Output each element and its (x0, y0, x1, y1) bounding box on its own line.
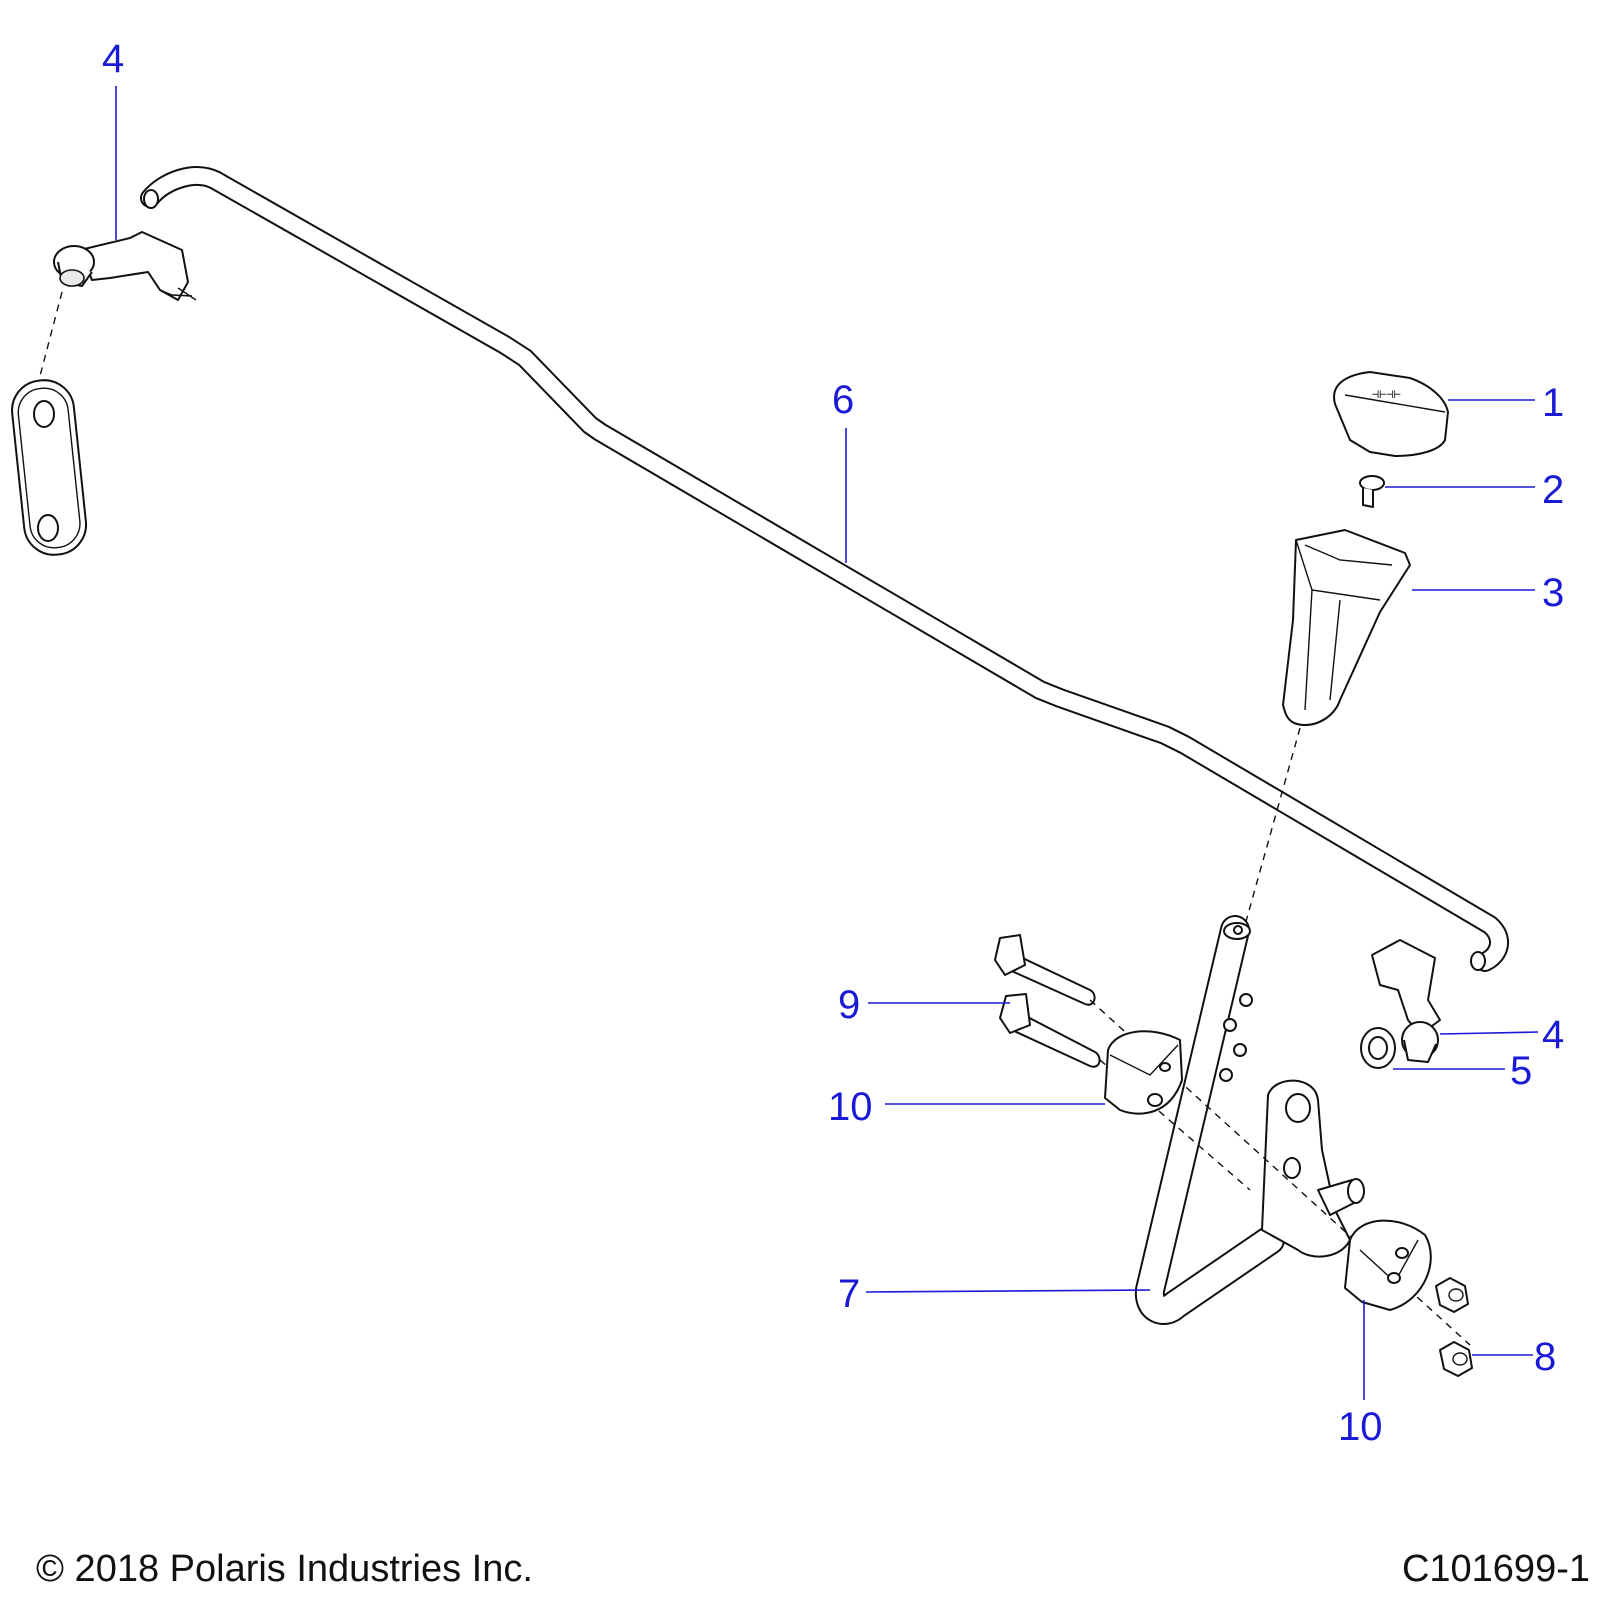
callout-8: 8 (1534, 1335, 1556, 1379)
callout-6: 6 (832, 378, 854, 422)
bolt-lower-part (999, 993, 1101, 1068)
bushing-upper-part (1104, 1030, 1183, 1115)
leader-7 (865, 1289, 1151, 1293)
callout-7: 7 (838, 1272, 860, 1316)
ball-joint-right-part (1371, 939, 1441, 1063)
bushing-lower-part (1344, 1219, 1432, 1311)
shift-lever-part (1134, 915, 1365, 1325)
shift-boot-part (1282, 529, 1411, 726)
nut-upper-part (1435, 1277, 1469, 1313)
callout-9: 9 (838, 983, 860, 1027)
washer-part (1360, 1027, 1396, 1069)
callout-4-right: 4 (1542, 1013, 1564, 1057)
drawing-number: C101699-1 (1401, 1548, 1590, 1590)
bolt-upper-part (994, 934, 1096, 1006)
shift-rod-part (140, 166, 1509, 972)
callout-2: 2 (1542, 468, 1564, 512)
callout-10-bottom: 10 (1338, 1405, 1383, 1449)
callout-4-top: 4 (102, 37, 124, 81)
callout-3: 3 (1542, 571, 1564, 615)
leader-4-right (1439, 1031, 1539, 1035)
link-plate-part (11, 379, 88, 556)
copyright-text: © 2018 Polaris Industries Inc. (36, 1548, 533, 1590)
ball-joint-top-part (53, 231, 197, 301)
knob-cap-part: ⊣⊢⊣⊢ (1333, 371, 1449, 457)
svg-text:⊣⊢⊣⊢: ⊣⊢⊣⊢ (1372, 387, 1401, 401)
callout-1: 1 (1542, 381, 1564, 425)
callout-5: 5 (1510, 1049, 1532, 1093)
screw-part (1359, 475, 1385, 508)
nut-lower-part (1439, 1341, 1473, 1377)
callout-10-left: 10 (828, 1085, 873, 1129)
